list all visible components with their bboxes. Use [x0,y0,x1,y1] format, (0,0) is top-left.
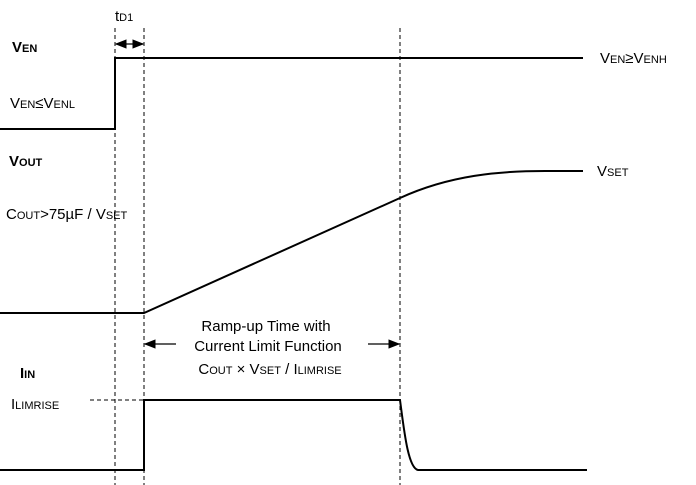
iin-signal-label: IIN [20,365,35,382]
ven-high-label: VEN≥VENH [600,50,667,67]
ven-waveform [0,57,583,130]
ramp-title-line2: Current Limit Function [194,338,342,355]
cout-condition-label: COUT>75µF / VSET [6,206,128,223]
iin-waveform [0,399,587,471]
ilimrise-label: ILIMRISE [11,396,59,413]
ven-signal-label: VEN [12,39,37,56]
ramp-title-line1: Ramp-up Time with [201,318,330,335]
ven-low-label: VEN≤VENL [10,95,75,112]
vout-waveform [0,170,583,314]
vout-signal-label: VOUT [9,153,43,170]
td1-label: tD1 [115,8,133,25]
vset-label: VSET [597,163,629,180]
ramp-formula: COUT × VSET / ILIMRISE [198,361,341,378]
